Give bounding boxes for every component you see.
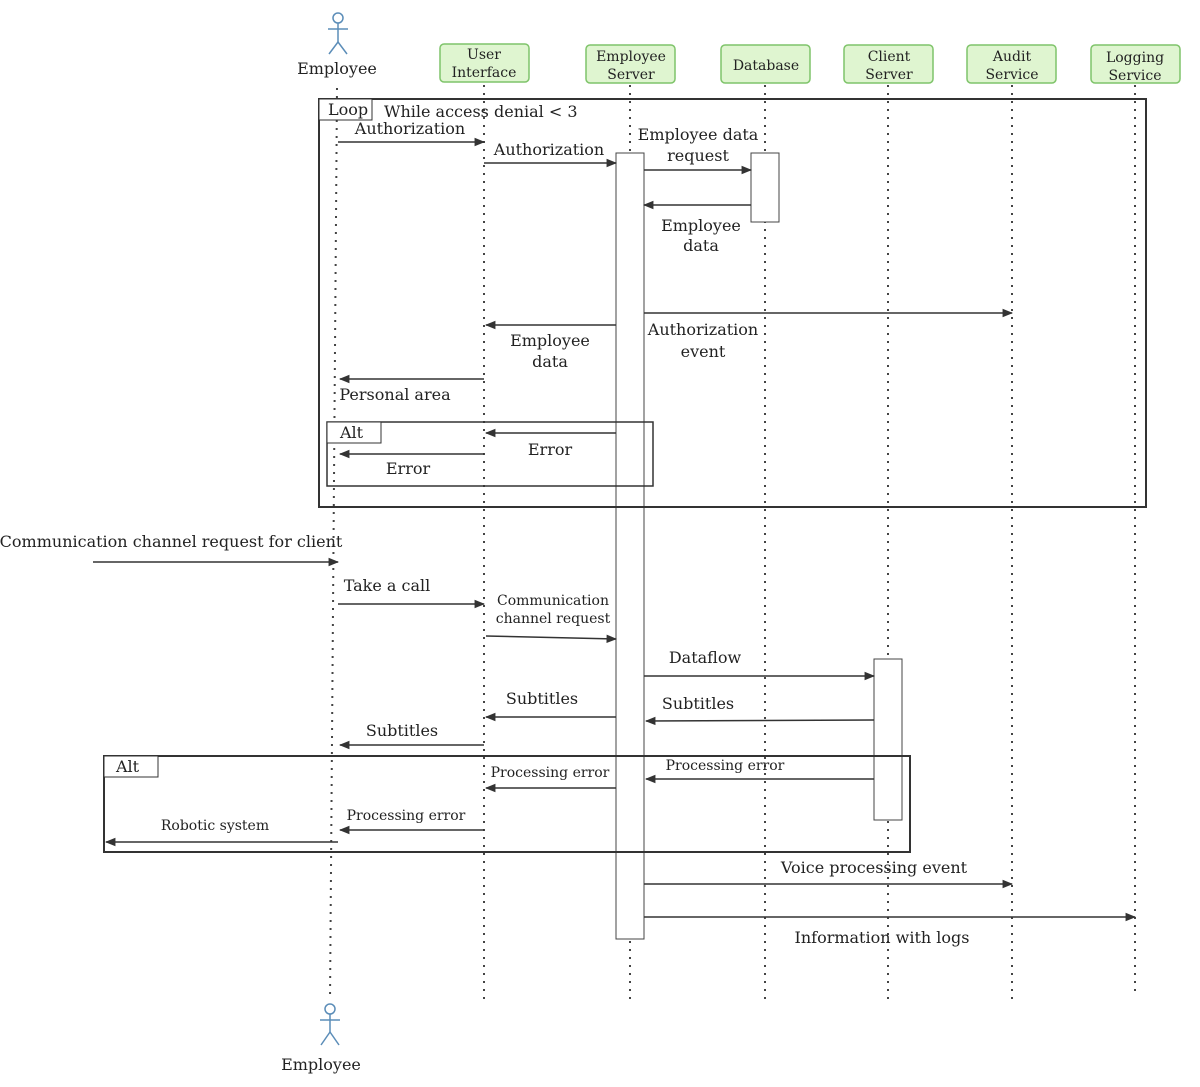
frame-alt-2-tag: Alt — [115, 757, 140, 776]
participant-label-line2: Server — [865, 67, 913, 83]
msg-channel-request-server-label-line1: Communication — [497, 593, 609, 609]
participant-database: Database — [720, 44, 811, 84]
msg-error-employee-label: Error — [386, 459, 431, 478]
messages — [93, 137, 1137, 922]
participant-label-line1: Client — [868, 49, 911, 65]
msg-channel-request-server-label-line2: channel request — [496, 611, 611, 627]
frame-loop-guard: While access denial < 3 — [384, 102, 578, 121]
frame-loop: Loop While access denial < 3 — [318, 98, 1147, 508]
participant-label-line1: User — [467, 47, 501, 63]
participant-label-line1: Employee — [596, 49, 666, 65]
participant-label-line2: Service — [1108, 68, 1161, 84]
participant-label-line2: Server — [607, 67, 655, 83]
activation-employee-server — [615, 152, 645, 940]
msg-employee-data-ui-label-line2: data — [532, 352, 568, 371]
participant-audit-service: Audit Service — [966, 44, 1057, 84]
msg-authorization-event-label-line2: event — [681, 342, 726, 361]
participant-label-line1: Database — [733, 58, 799, 74]
msg-subtitles-server-label: Subtitles — [662, 694, 734, 713]
actor-employee-top — [328, 12, 348, 55]
participant-label-line2: Service — [985, 67, 1038, 83]
participant-user-interface: User Interface — [439, 43, 530, 83]
msg-subtitles-ui-label: Subtitles — [506, 689, 578, 708]
participant-label-line1: Logging — [1106, 50, 1164, 66]
actor-employee-top-label: Employee — [297, 59, 377, 78]
msg-information-with-logs-label: Information with logs — [795, 928, 970, 947]
msg-employee-data-return-label-line2: data — [683, 236, 719, 255]
msg-take-a-call-label: Take a call — [344, 576, 431, 595]
activation-database — [750, 152, 780, 223]
msg-authorization-1-label: Authorization — [354, 119, 465, 138]
msg-employee-data-request-label-line2: request — [667, 146, 729, 165]
msg-channel-request-client-label: Communication channel request for client — [0, 532, 343, 551]
frame-alt-1-tag: Alt — [339, 423, 364, 442]
msg-channel-request-server-arrow — [485, 634, 618, 643]
actor-employee-bottom-label: Employee — [281, 1055, 361, 1074]
msg-authorization-event-label-line1: Authorization — [647, 320, 758, 339]
participant-label-line1: Audit — [992, 49, 1032, 65]
msg-employee-data-request-label-line1: Employee data — [638, 125, 759, 144]
frame-alt-2: Alt — [103, 755, 911, 853]
msg-voice-processing-event-label: Voice processing event — [780, 858, 968, 877]
msg-error-ui-label: Error — [528, 440, 573, 459]
activation-client-server — [873, 658, 903, 821]
participant-employee-server: Employee Server — [585, 44, 676, 84]
lifeline-employee — [329, 87, 338, 1001]
participant-label-line2: Interface — [452, 65, 517, 81]
actor-icon — [320, 1003, 340, 1046]
participant-logging-service: Logging Service — [1090, 44, 1181, 84]
msg-employee-data-return-label-line1: Employee — [661, 216, 741, 235]
actor-employee-bottom — [320, 1003, 340, 1046]
msg-processing-error-employee-label: Processing error — [347, 808, 466, 824]
participant-client-server: Client Server — [843, 44, 934, 84]
msg-subtitles-server-arrow — [644, 716, 875, 726]
msg-robotic-system-label: Robotic system — [161, 818, 269, 834]
msg-personal-area-label: Personal area — [339, 385, 451, 404]
msg-dataflow-label: Dataflow — [669, 648, 742, 667]
frame-loop-tag: Loop — [328, 100, 368, 119]
actor-icon — [328, 12, 348, 55]
msg-processing-error-server-label: Processing error — [666, 758, 785, 774]
msg-authorization-2-label: Authorization — [493, 140, 604, 159]
msg-subtitles-employee-label: Subtitles — [366, 721, 438, 740]
frame-alt-1: Alt — [326, 421, 654, 487]
msg-processing-error-ui-label: Processing error — [491, 765, 610, 781]
msg-employee-data-ui-label-line1: Employee — [510, 331, 590, 350]
